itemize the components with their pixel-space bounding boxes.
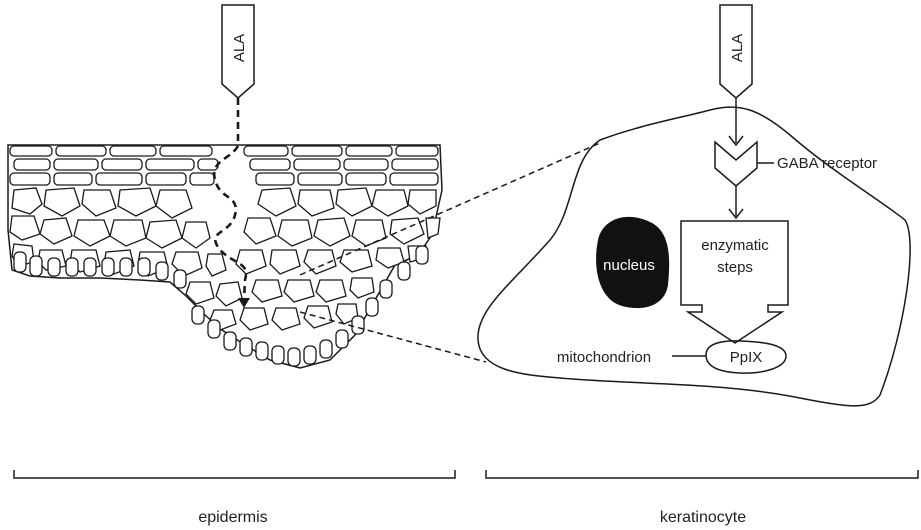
epidermis-label: epidermis bbox=[198, 509, 267, 526]
keratinocyte-cell: nucleus enzymatic steps PpIX mitochondri… bbox=[478, 107, 910, 406]
epidermis-bracket bbox=[14, 470, 455, 478]
ppix-label: PpIX bbox=[730, 349, 763, 366]
gaba-receptor-label: GABA receptor bbox=[777, 155, 877, 172]
ala-left-label: ALA bbox=[231, 34, 248, 62]
nucleus-label: nucleus bbox=[603, 257, 655, 274]
mitochondrion-label: mitochondrion bbox=[557, 349, 651, 366]
gaba-receptor: GABA receptor bbox=[715, 142, 877, 218]
epidermis-tissue bbox=[8, 98, 442, 368]
enzymatic-label-line2: steps bbox=[717, 259, 753, 276]
ala-left-arrow: ALA bbox=[222, 5, 254, 98]
keratinocyte-label: keratinocyte bbox=[660, 509, 746, 526]
keratinocyte-membrane bbox=[478, 107, 910, 406]
enzymatic-label-line1: enzymatic bbox=[701, 237, 769, 254]
ala-path-arrowhead bbox=[238, 298, 250, 308]
keratinocyte-bracket bbox=[486, 470, 918, 478]
ala-right-label: ALA bbox=[729, 34, 746, 62]
stratum-corneum bbox=[10, 146, 438, 185]
gaba-receptor-shape bbox=[715, 142, 757, 186]
ala-right-arrow: ALA bbox=[720, 5, 752, 145]
